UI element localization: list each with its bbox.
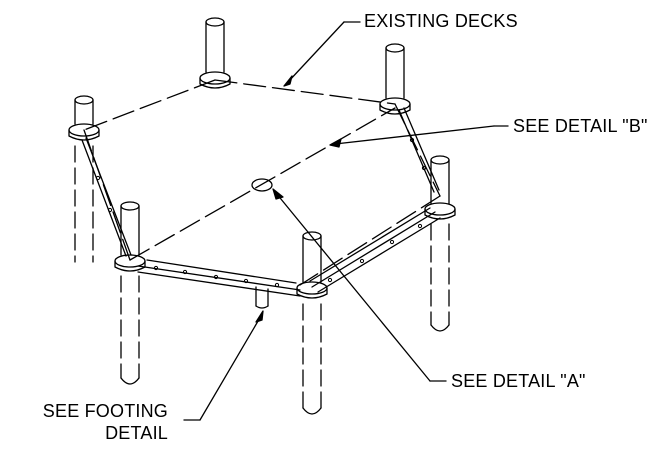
callout-footing-detail: SEE FOOTING DETAIL: [8, 400, 168, 444]
callout-footing-line2: DETAIL: [105, 423, 168, 443]
footing-stub: [255, 286, 269, 309]
leader-detail-a: [272, 188, 447, 382]
leader-detail-b: [329, 125, 509, 148]
post-top-right: [379, 43, 411, 115]
lower-frame: [81, 107, 441, 297]
post-left: [68, 95, 100, 263]
callout-footing-line1: SEE FOOTING: [42, 401, 168, 421]
post-front-center: [296, 231, 328, 415]
leader-footing: [183, 310, 264, 421]
center-circle: [251, 178, 273, 192]
callout-detail-b: SEE DETAIL "B": [513, 116, 648, 136]
leader-existing-decks: [283, 21, 361, 87]
callout-existing-decks: EXISTING DECKS: [364, 11, 518, 31]
post-right: [424, 155, 456, 332]
post-top-center: [199, 17, 231, 89]
frame-bolt-holes: [95, 137, 427, 288]
existing-deck-outline: [83, 79, 441, 286]
callout-detail-a: SEE DETAIL "A": [451, 371, 586, 391]
post-front-left: [114, 201, 146, 385]
